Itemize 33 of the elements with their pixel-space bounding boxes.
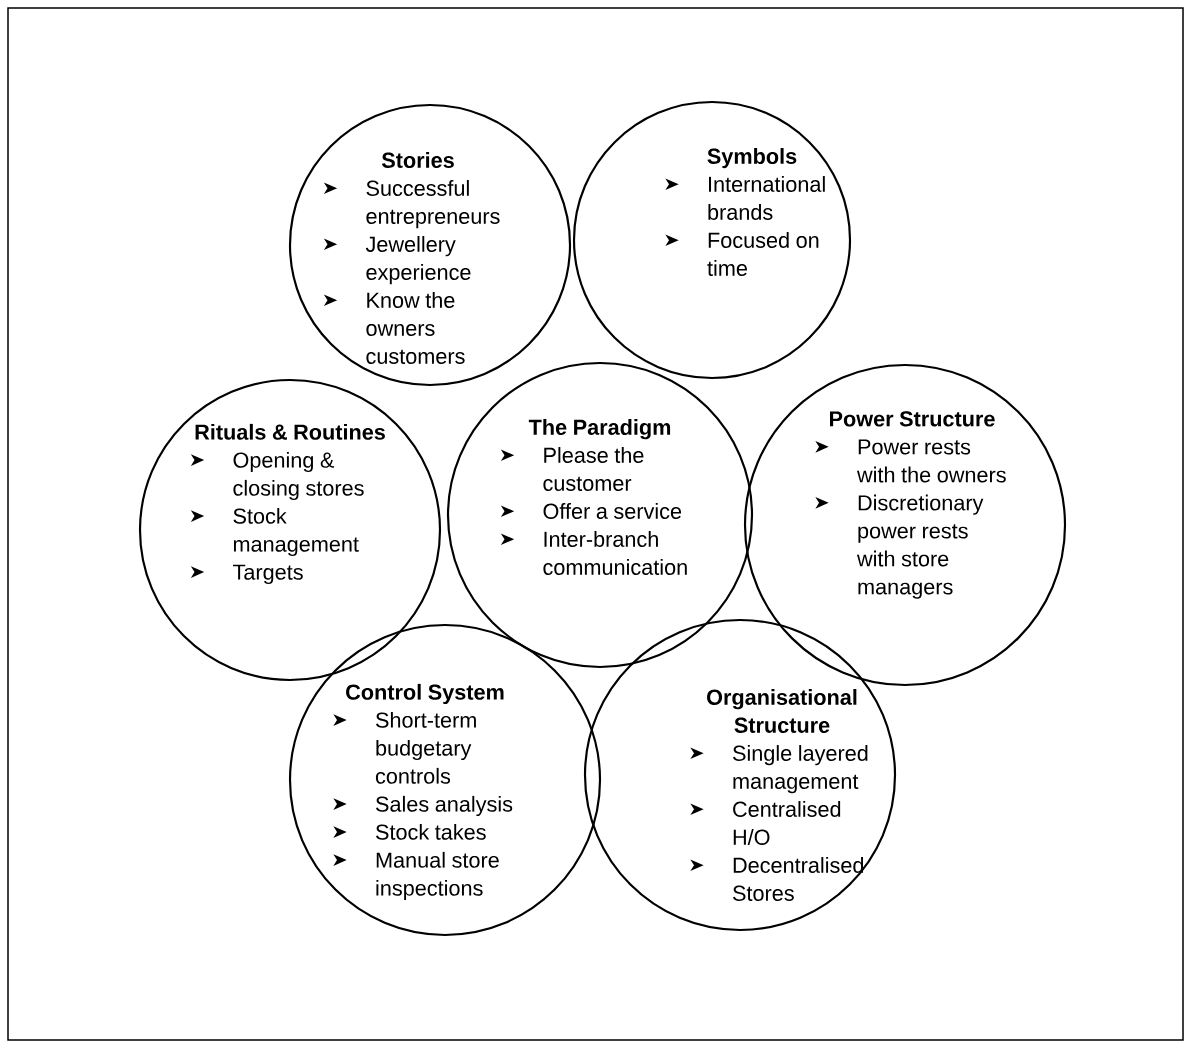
bullet-item: Opening & closing stores	[190, 451, 364, 501]
bullet-item: Please the customer	[500, 447, 644, 491]
circle-heading: Rituals & Routines	[195, 423, 385, 440]
bullet-item: Targets	[190, 564, 303, 585]
bullet-item: Jewellery experience	[323, 236, 471, 285]
bullet-item: Focused on time	[665, 232, 819, 276]
bullet-item: Single layered management	[690, 745, 868, 794]
bullet-item: Discretionary power rests with store managers	[815, 494, 984, 599]
circle	[583, 618, 897, 932]
circle-heading: Stories	[381, 152, 454, 168]
circle	[288, 103, 572, 387]
bullet-item: Centralised H/O	[690, 801, 841, 845]
bullet-item: Offer a service	[500, 503, 682, 519]
bullet-item: Inter-branch communication	[500, 531, 687, 575]
bullet-item: Know the owners customers	[323, 292, 465, 364]
circle	[743, 363, 1067, 687]
bullet-item: Power rests with the owners	[815, 439, 1006, 483]
bullet-item: International brands	[665, 176, 825, 220]
circle	[288, 623, 602, 937]
circle-heading: Symbols	[707, 148, 797, 169]
bullet-item: Manual store inspections	[333, 851, 499, 901]
bullet-item: Stock management	[190, 507, 359, 557]
bullet-item: Stock takes	[333, 823, 486, 840]
bullet-item: Successful entrepreneurs	[323, 180, 500, 229]
bullet-item: Decentralised Stores	[690, 857, 864, 901]
circle-heading: The Paradigm	[528, 419, 671, 440]
circle	[138, 378, 442, 682]
circle-heading: Organisational Structure	[707, 689, 857, 733]
bullet-item: Sales analysis	[333, 795, 513, 817]
circle-heading: Power Structure	[830, 411, 995, 427]
bullet-item: Short-term budgetary controls	[333, 711, 476, 784]
circle-heading: Control System	[346, 683, 504, 705]
circle	[572, 100, 852, 380]
